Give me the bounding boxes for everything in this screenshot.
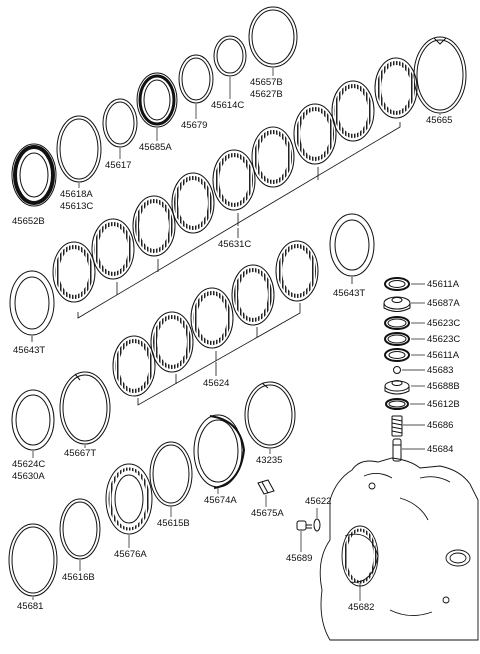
retainer-45652B	[11, 143, 57, 207]
oring-45622	[313, 518, 321, 532]
label-45684: 45684	[427, 444, 453, 455]
label-45627B: 45627B	[250, 89, 283, 100]
label-45613C: 45613C	[60, 201, 93, 212]
label-45688B: 45688B	[427, 381, 460, 392]
seal-45612B	[385, 398, 409, 410]
seal-ring-45617	[102, 98, 138, 148]
label-45675A: 45675A	[251, 508, 284, 519]
label-45618A: 45618A	[60, 189, 93, 200]
label-45615B: 45615B	[157, 518, 190, 529]
steel-plate-45643T-left	[9, 270, 55, 342]
plunger-45684	[392, 438, 402, 462]
label-45674A: 45674A	[204, 495, 237, 506]
label-45630A: 45630A	[12, 471, 45, 482]
label-45687A: 45687A	[427, 298, 460, 309]
ring-45615B	[149, 441, 193, 507]
piston-45685A	[136, 72, 178, 128]
snap-ring-45667T	[59, 371, 111, 445]
label-45657B: 45657B	[250, 77, 283, 88]
label-45631C: 45631C	[218, 239, 251, 250]
label-45665: 45665	[426, 115, 452, 126]
seal-45623C-2	[384, 332, 410, 346]
clutch-discs-45624	[112, 240, 319, 406]
label-45612B: 45612B	[427, 399, 460, 410]
valve-45687A	[383, 296, 411, 312]
seal-ring-45614C	[213, 35, 247, 77]
label-45622: 45622	[305, 496, 331, 507]
snap-ring-43235	[244, 381, 296, 449]
label-45679: 45679	[181, 120, 207, 131]
label-45617: 45617	[105, 160, 131, 171]
label-45681: 45681	[17, 601, 43, 612]
label-45643T-left: 45643T	[13, 345, 45, 356]
ball-45683	[393, 366, 401, 374]
valve-45688B	[384, 380, 410, 395]
seal-45611A-top	[384, 277, 410, 291]
ring-45618A	[56, 115, 102, 183]
snap-ring-45657B	[248, 6, 298, 68]
seal-45623C-1	[384, 316, 410, 330]
label-45624: 45624	[203, 378, 229, 389]
hub-45676A	[105, 463, 153, 535]
label-45643T-top: 45643T	[333, 288, 365, 299]
seal-ring-45679	[178, 54, 214, 104]
label-45614C: 45614C	[211, 100, 244, 111]
label-45616B: 45616B	[62, 572, 95, 583]
label-45611A-top: 45611A	[427, 279, 460, 290]
label-45623C-2: 45623C	[427, 334, 460, 345]
steel-plate-45643T-top	[329, 213, 375, 284]
label-45686: 45686	[427, 420, 453, 431]
pin-45675A	[257, 479, 275, 495]
clutch-discs-45631C	[52, 57, 418, 319]
label-45683: 45683	[427, 365, 453, 376]
label-45623C-1: 45623C	[427, 318, 460, 329]
label-43235: 43235	[256, 455, 282, 466]
ring-45616B	[59, 498, 101, 560]
ring-45681	[8, 523, 58, 597]
label-45682: 45682	[348, 602, 374, 613]
label-45611A-bottom: 45611A	[427, 350, 460, 361]
label-45652B: 45652B	[12, 216, 45, 227]
label-45689: 45689	[286, 553, 312, 564]
seal-45611A-bottom	[384, 348, 410, 362]
spring-45686	[391, 415, 403, 437]
label-45685A: 45685A	[139, 142, 172, 153]
label-45667T: 45667T	[64, 448, 96, 459]
transmission-case-45682	[319, 457, 479, 641]
label-45624C: 45624C	[12, 459, 45, 470]
snap-ring-45665	[413, 36, 467, 114]
bolt-45689	[296, 520, 312, 531]
drum-45674A	[193, 414, 246, 489]
label-45676A: 45676A	[114, 549, 147, 560]
plate-45624C	[11, 389, 55, 451]
